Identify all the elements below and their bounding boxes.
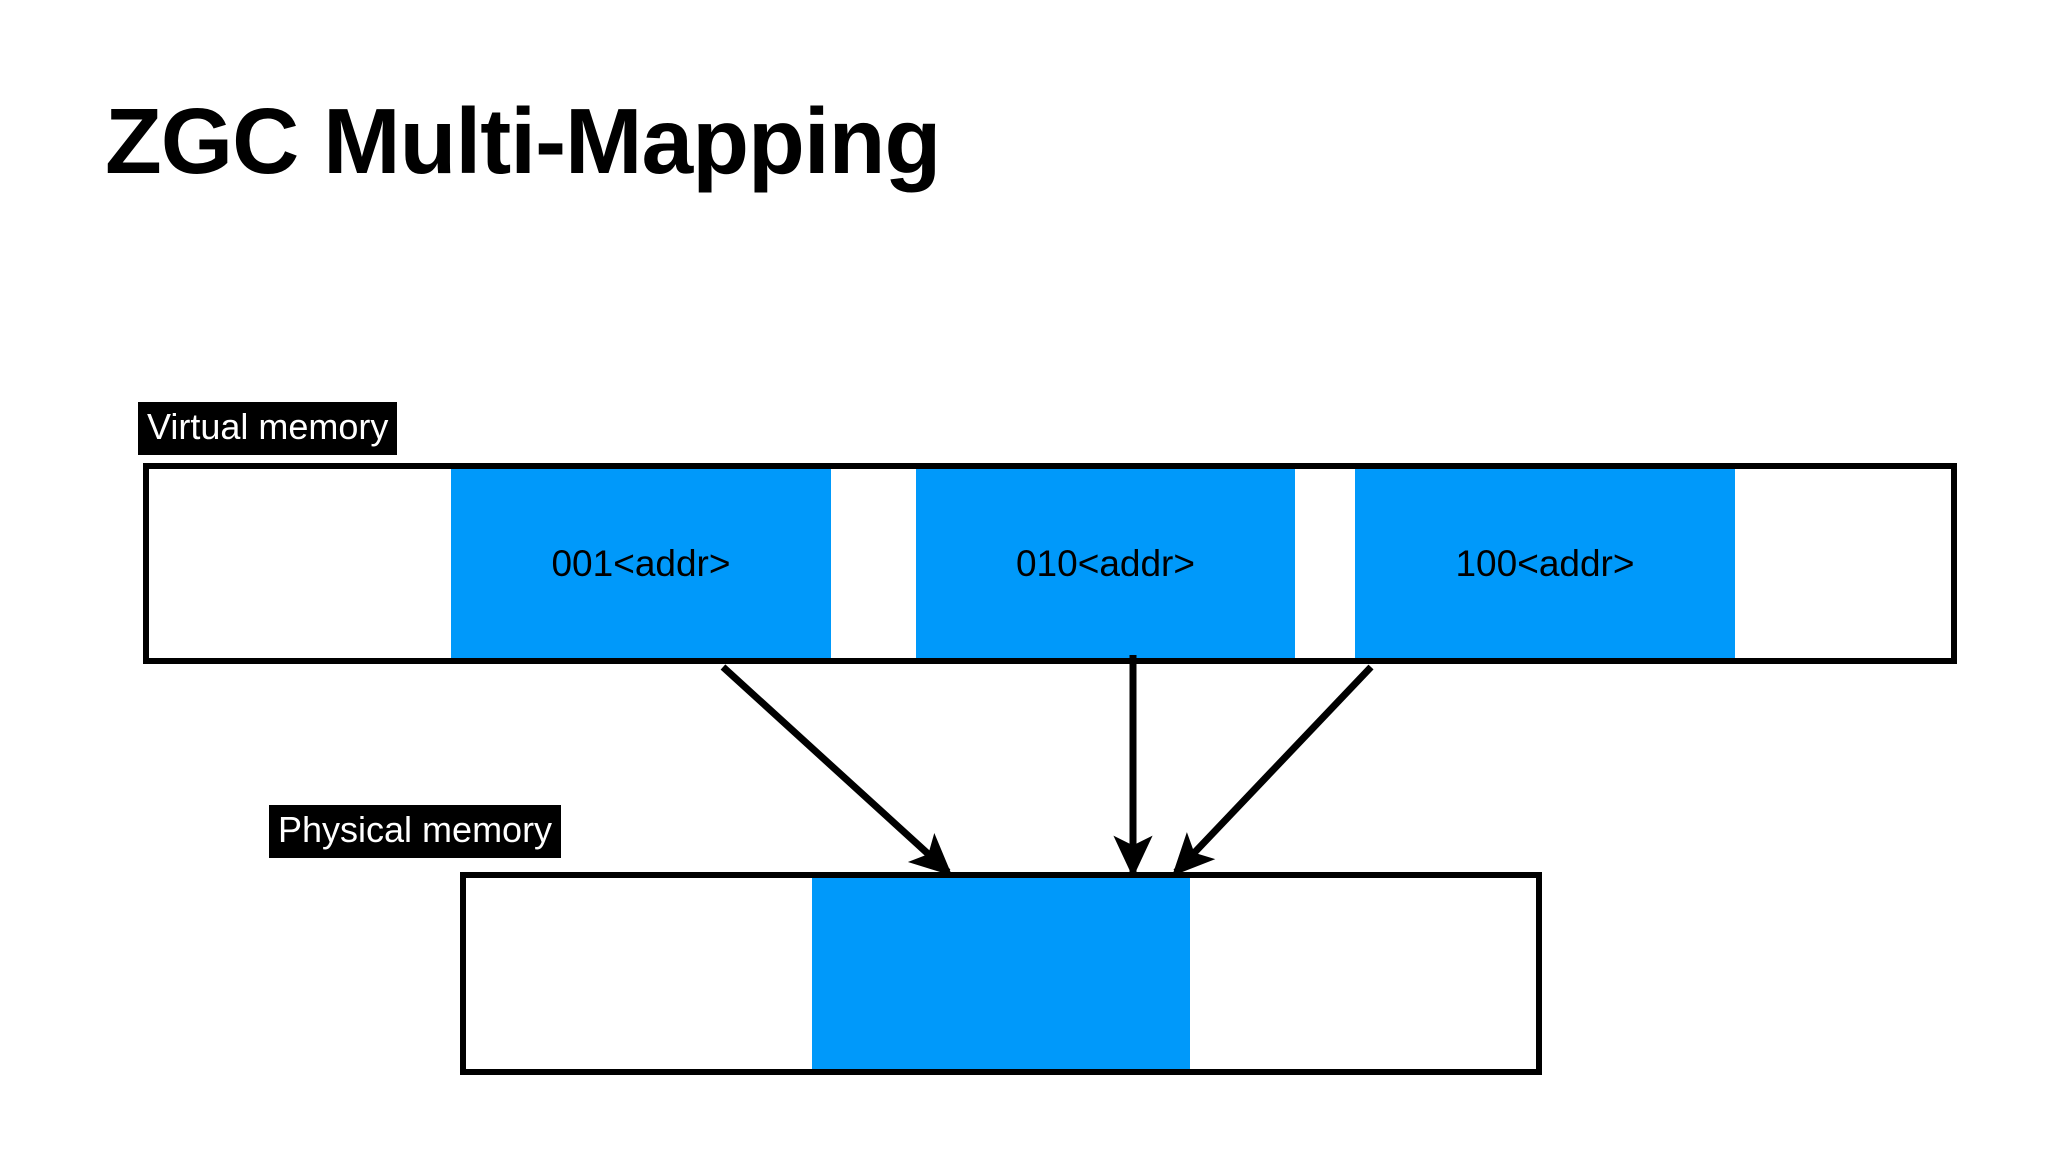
- virtual-memory-bar: 001<addr> 010<addr> 100<addr>: [143, 463, 1957, 664]
- virtual-block-001-label: 001<addr>: [551, 543, 731, 584]
- physical-memory-bar: [460, 872, 1542, 1075]
- mapping-arrow-001: [720, 664, 953, 876]
- physical-memory-track: [466, 878, 1536, 1069]
- virtual-block-100-label: 100<addr>: [1455, 543, 1635, 584]
- virtual-memory-track: 001<addr> 010<addr> 100<addr>: [149, 469, 1951, 658]
- virtual-memory-caption: Virtual memory: [138, 402, 398, 455]
- physical-block[interactable]: [812, 878, 1190, 1069]
- physical-memory-caption: Physical memory: [269, 805, 562, 858]
- virtual-block-010-label: 010<addr>: [1015, 543, 1195, 584]
- page-title: ZGC Multi-Mapping: [105, 89, 941, 193]
- mapping-arrow-100: [1172, 664, 1374, 877]
- virtual-block-100[interactable]: 100<addr>: [1355, 469, 1735, 658]
- virtual-block-010[interactable]: 010<addr>: [916, 469, 1295, 658]
- virtual-block-001[interactable]: 001<addr>: [451, 469, 831, 658]
